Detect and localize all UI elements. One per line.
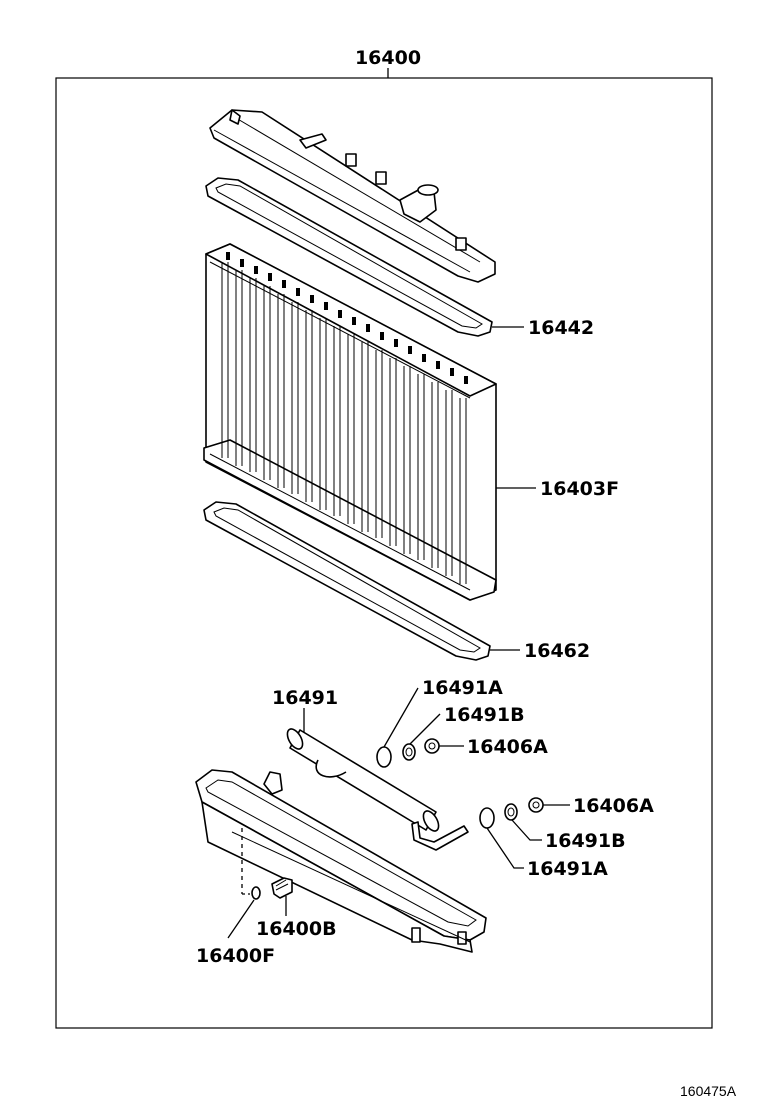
- oring-a-lower-leader: [486, 827, 524, 869]
- label-oil-cooler: 16491: [272, 687, 338, 709]
- oring-a-upper-leader: [383, 687, 419, 748]
- label-core: 16403F: [540, 478, 619, 500]
- upper-gasket: [205, 177, 493, 337]
- oil-cooler: [286, 728, 469, 851]
- washer-b-upper-hole: [405, 747, 413, 757]
- label-lower-gasket: 16462: [524, 640, 590, 662]
- label-nut-upper: 16406A: [467, 736, 548, 758]
- upper-tank: [209, 109, 496, 283]
- nut-upper-hole: [428, 742, 436, 750]
- washer-b-upper: [402, 743, 416, 761]
- label-oring-a-upper: 16491A: [422, 677, 503, 699]
- oring-a-upper: [376, 746, 392, 768]
- label-drain-plug: 16400B: [256, 918, 337, 940]
- label-drain-oring: 16400F: [196, 945, 275, 967]
- washer-b-upper-leader: [409, 713, 441, 745]
- washer-b-lower-hole: [507, 807, 515, 817]
- lower-gasket: [203, 501, 491, 661]
- oring-a-lower: [479, 807, 495, 829]
- radiator-core: [203, 243, 497, 601]
- drain-plug: [271, 877, 293, 899]
- nut-lower: [528, 797, 544, 813]
- nut-upper: [424, 738, 440, 754]
- label-nut-lower: 16406A: [573, 795, 654, 817]
- drain-oring-leader: [227, 899, 255, 939]
- diagram-code: 160475A: [680, 1083, 737, 1099]
- washer-b-lower-leader: [511, 819, 542, 841]
- assembly-frame: [55, 77, 713, 1029]
- label-assembly: 16400: [355, 47, 421, 69]
- lower-tank: [195, 769, 487, 953]
- washer-b-lower: [504, 803, 518, 821]
- label-washer-b-lower: 16491B: [545, 830, 626, 852]
- nut-lower-hole: [532, 801, 540, 809]
- label-washer-b-upper: 16491B: [444, 704, 525, 726]
- label-upper-gasket: 16442: [528, 317, 594, 339]
- drain-oring: [251, 886, 261, 900]
- label-oring-a-lower: 16491A: [527, 858, 608, 880]
